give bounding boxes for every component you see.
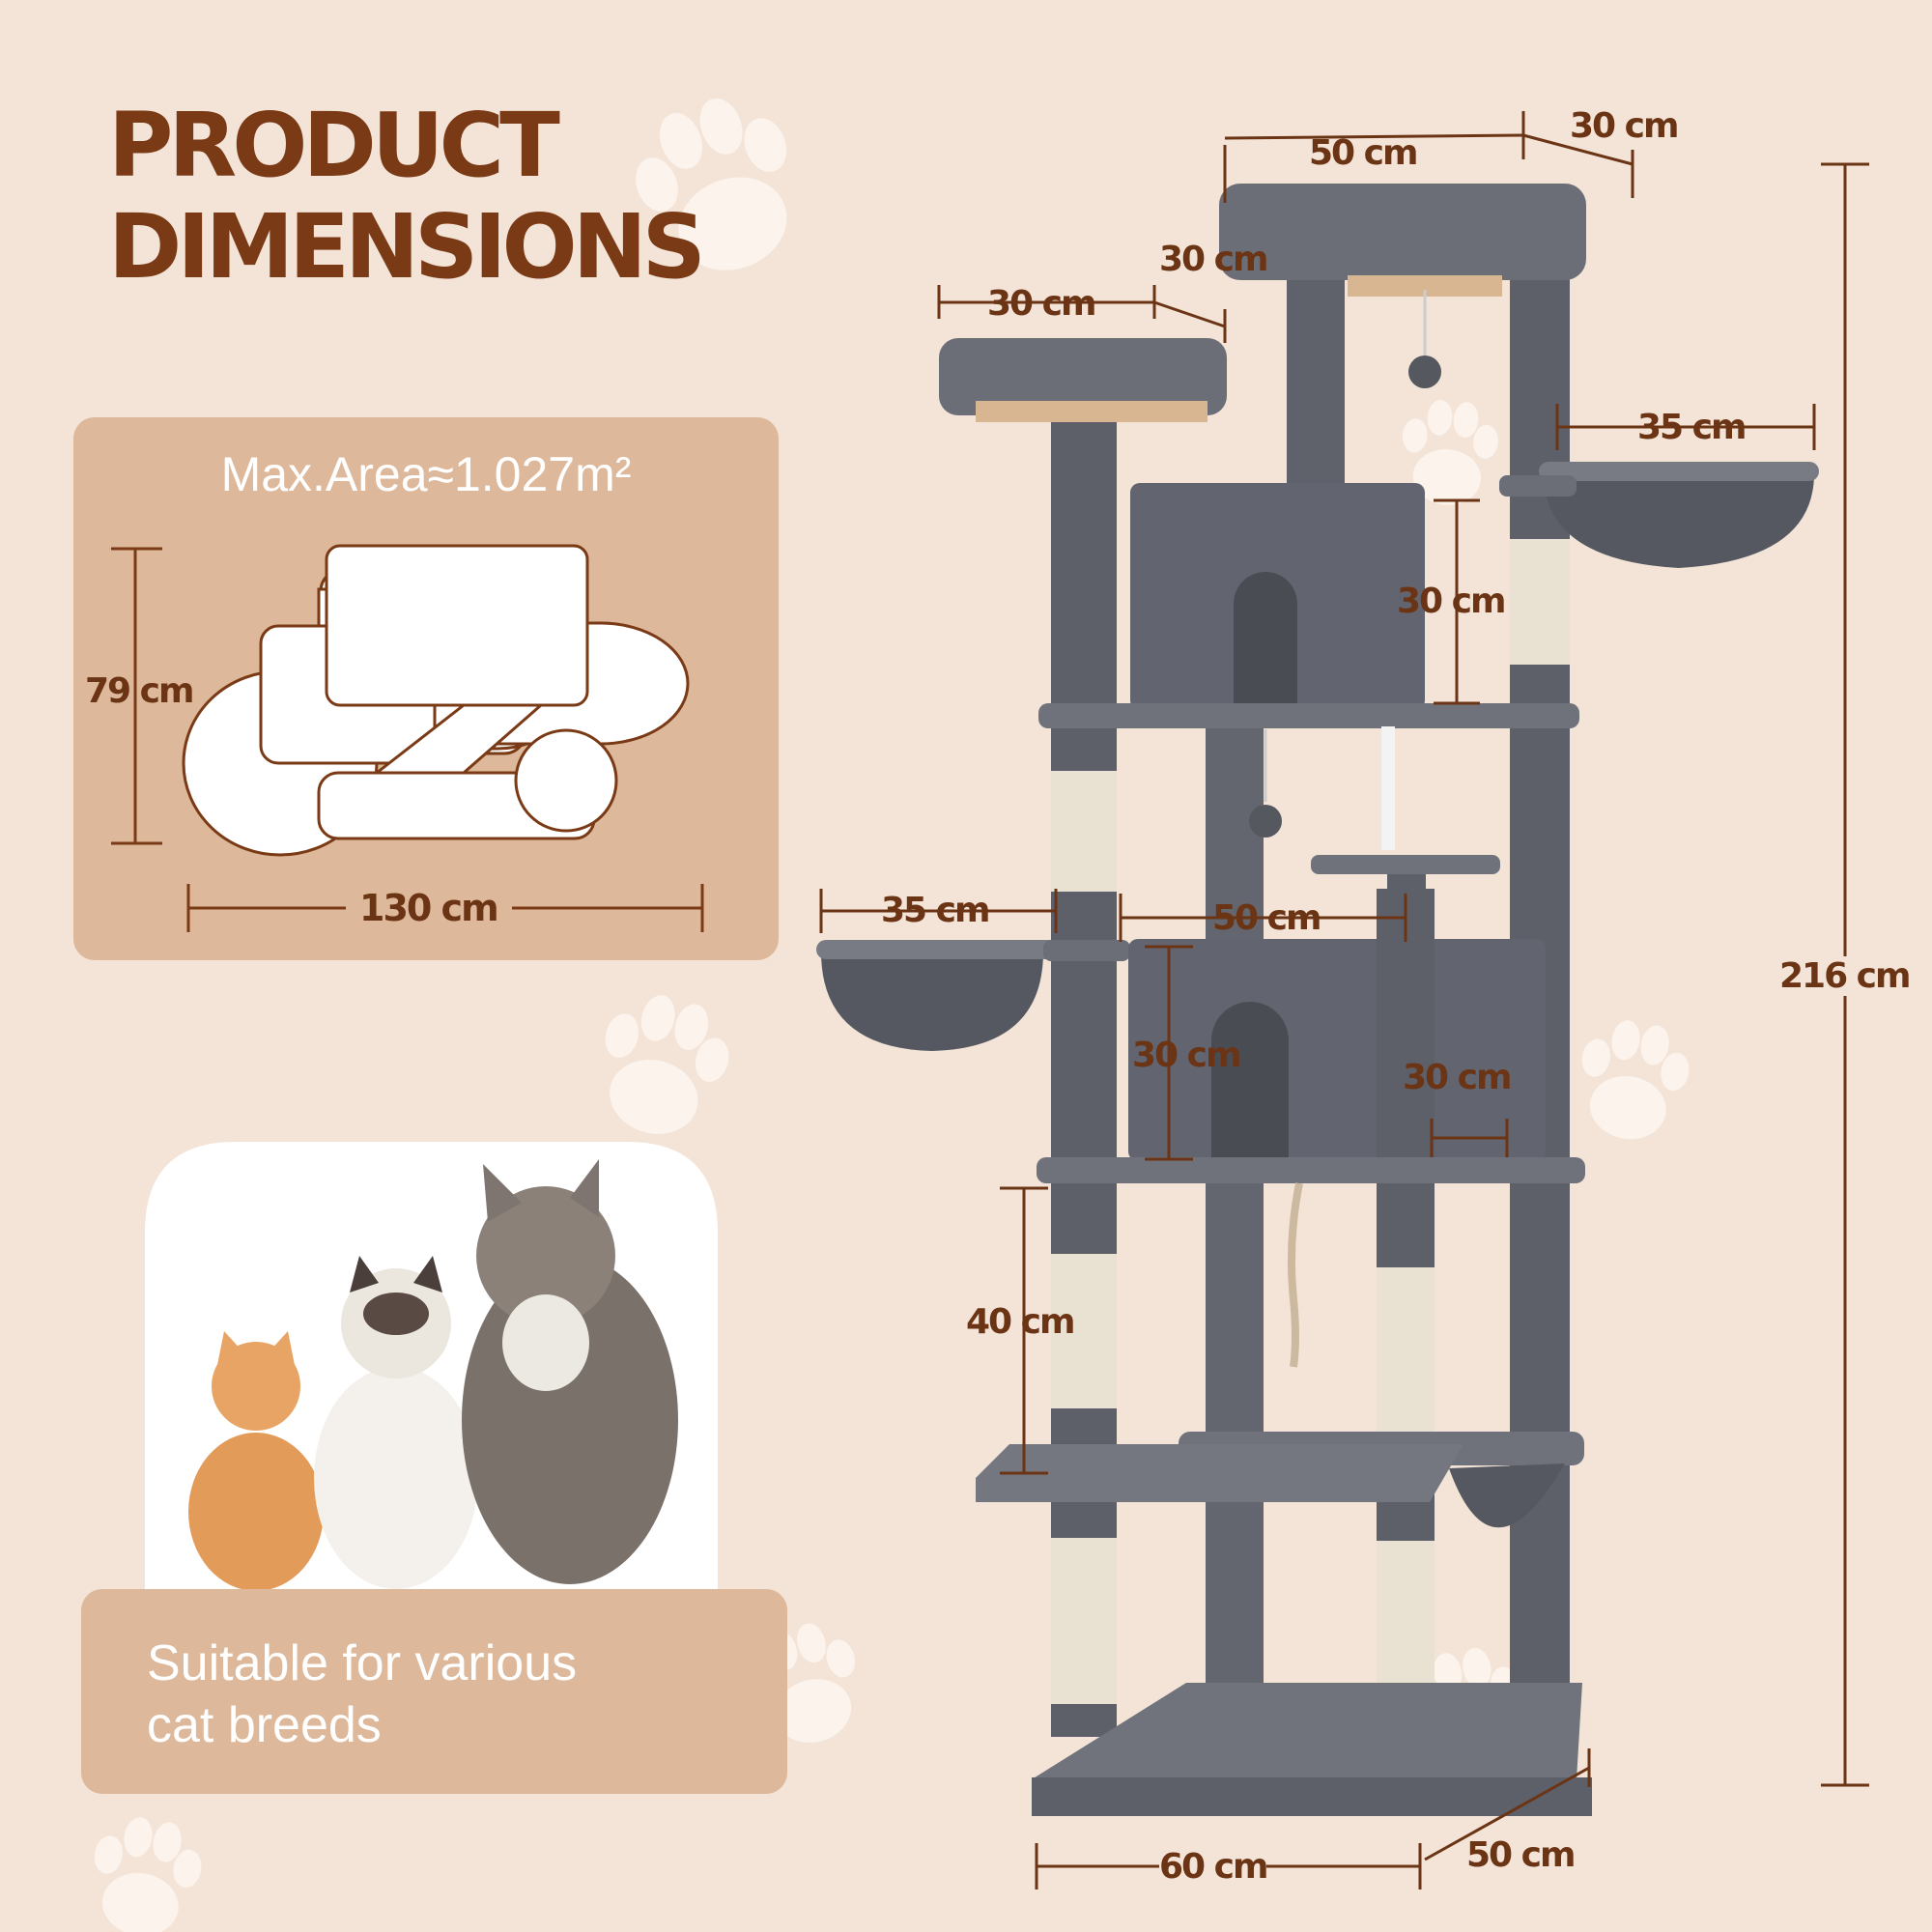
heading-line-2: DIMENSIONS (108, 195, 706, 298)
dim-lower-post-height: 40 cm (966, 1302, 1075, 1342)
upper-platform (1038, 703, 1579, 728)
area-height-label: 79 cm (85, 671, 194, 711)
small-perch (1311, 855, 1500, 874)
suitable-line-2: cat breeds (147, 1697, 382, 1753)
area-width-label: 130 cm (359, 887, 499, 929)
orange-kitten (188, 1433, 324, 1591)
dim-right-basket-width: 35 cm (1637, 408, 1747, 447)
heading-line-1: PRODUCT (108, 94, 560, 197)
top-perch (1219, 184, 1586, 280)
toy-ball (1249, 805, 1282, 838)
suitable-line-1: Suitable for various (147, 1635, 578, 1691)
lower-platform (976, 1444, 1463, 1502)
dim-left-platform-depth: 30 cm (1159, 240, 1268, 279)
left-top-perch (939, 338, 1227, 415)
ragdoll-cat (314, 1367, 478, 1589)
dim-left-basket-width: 35 cm (881, 891, 990, 930)
right-basket (1544, 473, 1814, 568)
sisal-wrap (1510, 539, 1570, 665)
base-top (1032, 1683, 1582, 1779)
toy-ball (1408, 355, 1441, 388)
dim-middle-width: 50 cm (1212, 898, 1321, 938)
dim-lower-condo-depth: 30 cm (1403, 1058, 1512, 1097)
cats-photo (145, 1142, 718, 1591)
sisal-wrap (1051, 1254, 1117, 1408)
dim-left-platform-width: 30 cm (987, 284, 1096, 324)
tree-post (1051, 404, 1117, 1737)
sisal-wrap (1051, 771, 1117, 892)
dim-upper-condo-height: 30 cm (1397, 582, 1506, 621)
middle-platform (1037, 1157, 1585, 1183)
tree-post (1287, 280, 1345, 483)
dim-total-height: 216 cm (1779, 956, 1912, 996)
tree-post (1206, 724, 1264, 1768)
dim-top-width: 50 cm (1309, 133, 1418, 173)
paw-icon (81, 1810, 209, 1932)
hammock (1449, 1463, 1565, 1528)
base-front (1032, 1777, 1592, 1816)
sisal-wrap (1377, 1267, 1435, 1432)
dim-top-depth: 30 cm (1570, 106, 1679, 146)
left-basket (821, 952, 1043, 1051)
max-area-title: Max.Area≈1.027m² (220, 447, 632, 501)
suitable-breeds-text: Suitable for various cat breeds (147, 1633, 577, 1756)
footprint-outline-icon (182, 544, 690, 857)
paw-icon (1569, 1013, 1696, 1149)
dim-base-width: 60 cm (1159, 1847, 1268, 1887)
dim-lower-condo-height: 30 cm (1132, 1036, 1241, 1075)
sisal-wrap (1051, 1538, 1117, 1704)
hanging-rope (1288, 1182, 1303, 1368)
suitable-breeds-card (81, 1589, 787, 1794)
cat-tree-illustration (816, 184, 1819, 1816)
area-dimension-lines (111, 547, 704, 932)
dim-base-depth: 50 cm (1466, 1835, 1576, 1875)
paw-icon (583, 983, 741, 1149)
